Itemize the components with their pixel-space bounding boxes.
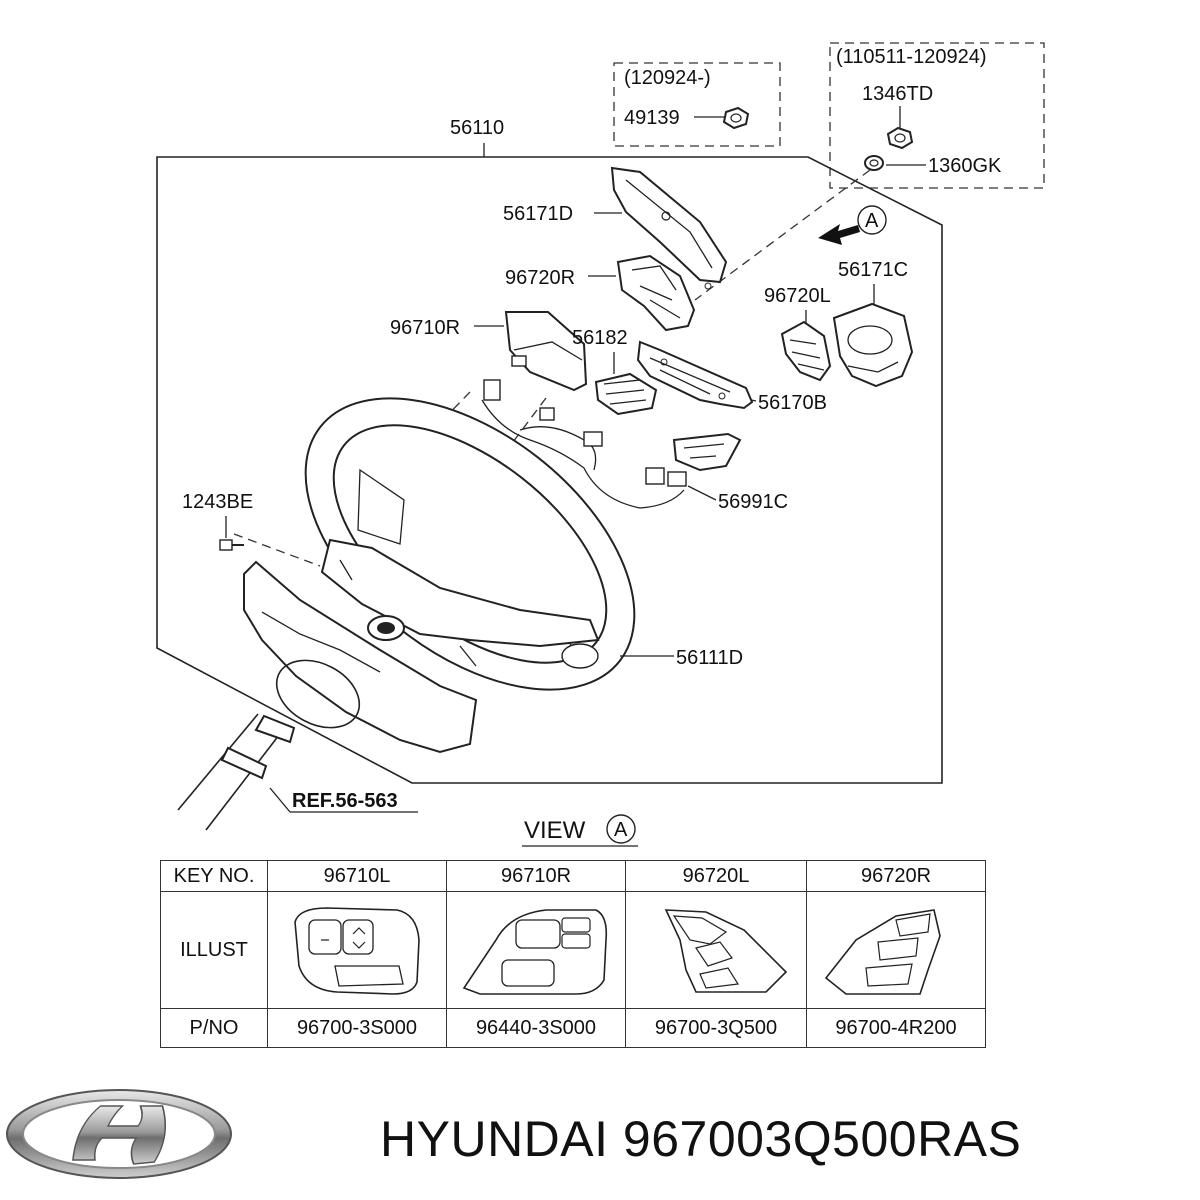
hyundai-logo-icon — [6, 1089, 232, 1179]
label-56991C: 56991C — [718, 491, 788, 513]
label-96710R: 96710R — [390, 317, 460, 339]
date-box-1-label: (120924-) — [624, 67, 711, 89]
table-cell-key: 96720R — [806, 860, 986, 892]
brand-footer: HYUNDAI 967003Q500RAS — [0, 1086, 1200, 1196]
illust-cell-96710R — [446, 891, 626, 1009]
view-label-circle — [606, 814, 636, 844]
assembly-frame — [156, 156, 943, 784]
label-1346TD: 1346TD — [862, 83, 933, 105]
nut-1346TD-icon — [886, 126, 914, 150]
label-96720L: 96720L — [764, 285, 831, 307]
cover-56171C-icon — [832, 302, 914, 388]
switch-96720L-table-icon — [664, 909, 788, 993]
steering-wheel-56111D-icon — [304, 397, 636, 691]
bolt-1243BE-icon — [219, 539, 244, 551]
bracket-56182-icon — [594, 372, 658, 416]
table-cell-key: 96720L — [625, 860, 807, 892]
label-56171C: 56171C — [838, 259, 908, 281]
washer-1360GK-icon — [864, 155, 884, 171]
table-header-key: KEY NO. — [160, 860, 268, 892]
steering-column-icon — [177, 713, 296, 831]
date-box-1 — [613, 62, 781, 147]
table-row: P/NO 96700-3S000 96440-3S000 96700-3Q500… — [160, 1008, 986, 1048]
illust-cell-96720R — [806, 891, 986, 1009]
date-box-2 — [829, 42, 1045, 189]
table-row: KEY NO. 96710L 96710R 96720L 96720R — [160, 860, 986, 892]
table-cell-pno: 96700-3Q500 — [625, 1008, 807, 1048]
parts-table: KEY NO. 96710L 96710R 96720L 96720R ILLU… — [160, 860, 986, 1048]
label-49139: 49139 — [624, 107, 680, 129]
view-a-marker-letter: A — [865, 210, 879, 232]
brand-caption: HYUNDAI 967003Q500RAS — [380, 1111, 1022, 1167]
switch-96720R-table-icon — [824, 909, 941, 995]
illust-cell-96720L — [625, 891, 807, 1009]
label-1360GK: 1360GK — [928, 155, 1002, 177]
cover-56171D-icon — [610, 166, 728, 284]
label-56171D: 56171D — [503, 203, 573, 225]
switch-96720L-icon — [780, 320, 832, 382]
module-56991C-icon — [672, 432, 742, 472]
table-cell-pno: 96440-3S000 — [446, 1008, 626, 1048]
illust-cell-96710L — [267, 891, 447, 1009]
plate-56170B-icon — [636, 340, 754, 410]
label-1243BE: 1243BE — [182, 491, 253, 513]
view-arrow-icon — [818, 224, 860, 245]
lower-cover-icon — [243, 560, 478, 754]
view-label: VIEW — [524, 817, 586, 844]
date-box-2-label: (110511-120924) — [836, 46, 987, 68]
view-label-letter: A — [614, 819, 628, 841]
label-56182: 56182 — [572, 327, 628, 349]
exploded-parts-diagram: (120924-) 49139 (110511-120924) 1346TD 1… — [156, 42, 1045, 847]
nut-49139-icon — [722, 106, 750, 130]
switch-96710R-icon — [504, 311, 588, 392]
label-56111D: 56111D — [676, 647, 743, 669]
table-cell-key: 96710R — [446, 860, 626, 892]
switch-96710L-icon — [294, 907, 420, 995]
harness-56991C-icon — [481, 399, 685, 509]
table-row: ILLUST — [160, 891, 986, 1009]
switch-96710R-table-icon — [462, 909, 608, 995]
table-cell-pno: 96700-4R200 — [806, 1008, 986, 1048]
label-56110: 56110 — [450, 117, 504, 139]
label-56170B: 56170B — [758, 392, 827, 414]
label-96720R: 96720R — [505, 267, 575, 289]
table-row-illust-label: ILLUST — [160, 891, 268, 1009]
ref-label: REF.56-563 — [292, 790, 398, 812]
table-cell-pno: 96700-3S000 — [267, 1008, 447, 1048]
table-cell-key: 96710L — [267, 860, 447, 892]
view-a-marker — [857, 205, 887, 235]
table-row-pno-label: P/NO — [160, 1008, 268, 1048]
